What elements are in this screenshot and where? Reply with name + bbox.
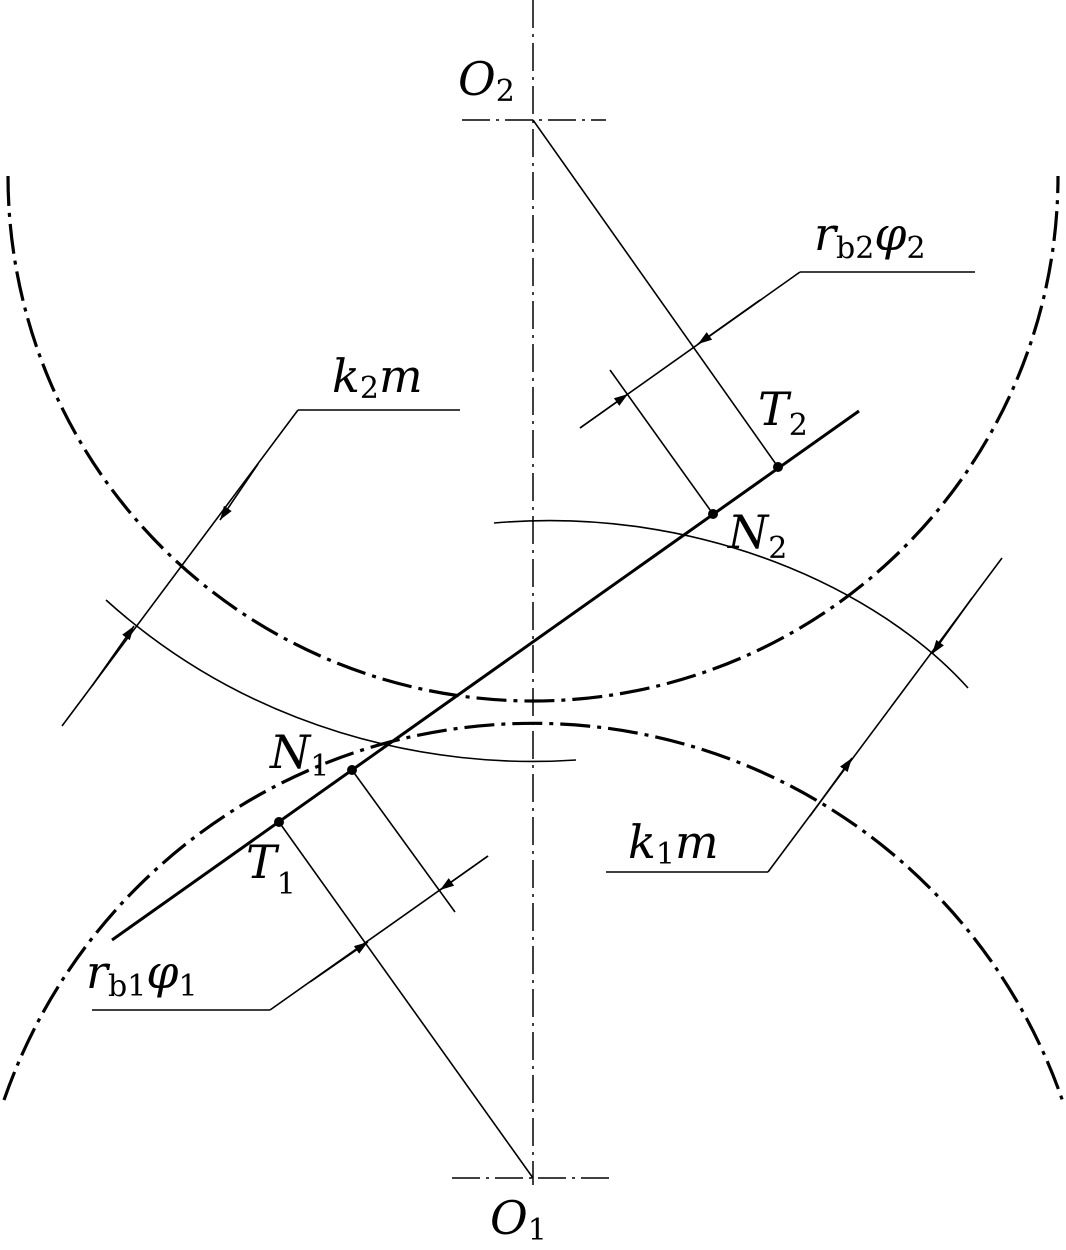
k1m-arrow-a — [931, 597, 973, 655]
upper-addendum-arc — [105, 599, 577, 763]
lower-gear-circle — [2, 721, 1066, 1106]
rb1-arrow-b — [309, 941, 369, 983]
label-o2: O2 — [458, 52, 515, 109]
label-k1m: k1m — [628, 815, 719, 872]
line-of-action — [111, 409, 860, 942]
label-t2: T2 — [758, 382, 808, 443]
label-t1: T1 — [246, 835, 296, 902]
lower-addendum-arc — [493, 519, 969, 689]
label-o1: O1 — [490, 1191, 547, 1248]
rb2-extension-n2 — [609, 369, 714, 515]
point-t1 — [274, 817, 284, 827]
k1m-arrow-b — [809, 757, 853, 817]
rb1-arrow-a — [439, 855, 489, 891]
rb1-extension-n1 — [351, 769, 456, 913]
label-rb1phi1: rb1φ1 — [86, 945, 198, 1004]
upper-gear-circle — [6, 175, 1060, 703]
o2-t2-line — [532, 119, 779, 468]
point-t2 — [773, 462, 783, 472]
rb2-arrow-a — [579, 393, 629, 429]
label-k2m: k2m — [332, 349, 423, 406]
o1-t1-line — [278, 821, 534, 1179]
label-rb2phi2: rb2φ2 — [814, 207, 926, 266]
rb2-arrow-b — [697, 299, 761, 345]
label-n2: N2 — [727, 505, 787, 566]
k2m-arrow-a — [219, 463, 259, 521]
label-n1: N1 — [269, 725, 329, 784]
k2m-arrow-b — [91, 625, 135, 687]
